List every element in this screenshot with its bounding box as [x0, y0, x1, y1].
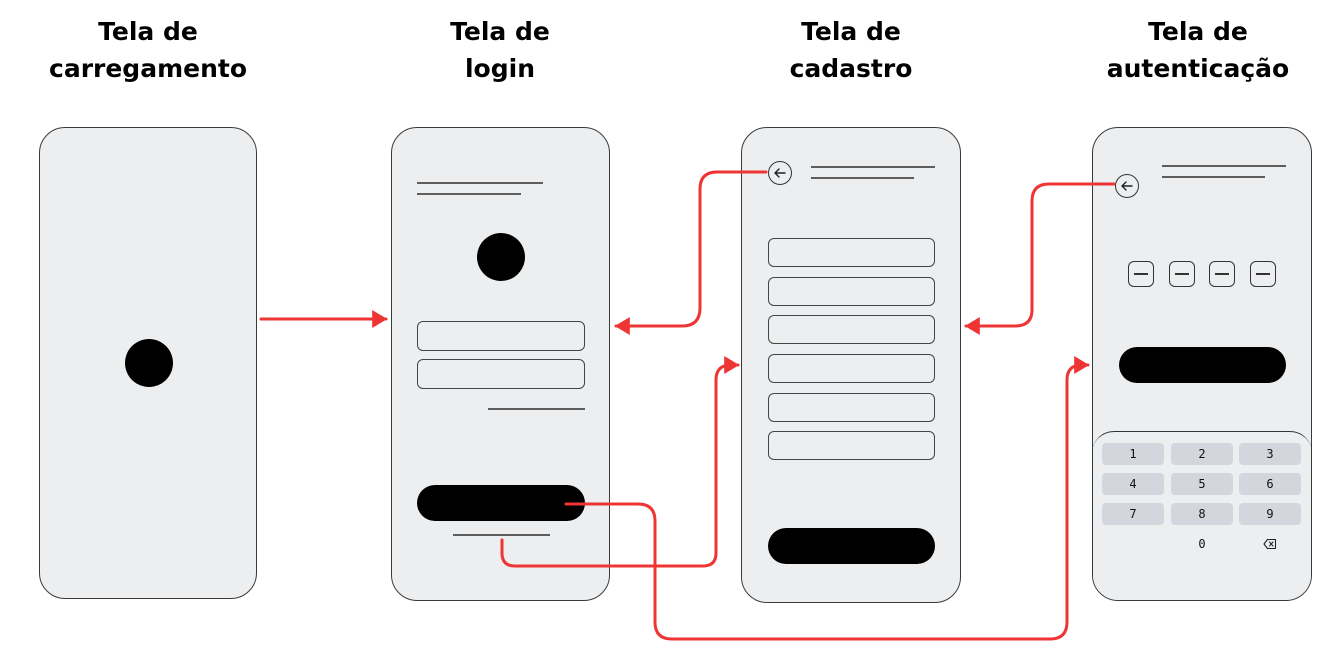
title-auth-line2: autenticação: [1106, 54, 1290, 83]
key-1[interactable]: 1: [1102, 443, 1164, 465]
loading-indicator: [125, 339, 173, 387]
signup-field-3[interactable]: [768, 315, 935, 344]
login-password-field[interactable]: [417, 359, 585, 389]
title-signup-line1: Tela de: [801, 17, 901, 46]
numeric-keypad: 1 2 3 4 5 6 7 8 9 0: [1093, 431, 1311, 600]
title-login-line1: Tela de: [450, 17, 550, 46]
arrow-left-icon: [774, 168, 786, 178]
login-subheading-line: [417, 193, 521, 195]
login-button[interactable]: [417, 485, 585, 521]
backspace-icon: [1263, 538, 1277, 550]
signup-field-1[interactable]: [768, 238, 935, 267]
forgot-password-link[interactable]: [488, 408, 585, 410]
title-loading-line2: carregamento: [49, 54, 247, 83]
auth-back-button[interactable]: [1115, 174, 1139, 198]
signup-field-6[interactable]: [768, 431, 935, 460]
signup-field-4[interactable]: [768, 354, 935, 383]
key-2[interactable]: 2: [1171, 443, 1233, 465]
signup-submit-button[interactable]: [768, 528, 935, 564]
auth-confirm-button[interactable]: [1119, 347, 1286, 383]
signup-back-button[interactable]: [768, 161, 792, 185]
auth-subheading-line: [1162, 176, 1265, 178]
arrow-login-to-auth: [564, 356, 1090, 641]
loading-screen: [39, 127, 257, 599]
signup-link[interactable]: [453, 534, 550, 536]
arrow-left-icon: [1121, 181, 1133, 191]
title-signup-line2: cadastro: [789, 54, 913, 83]
key-6[interactable]: 6: [1239, 473, 1301, 495]
signup-field-5[interactable]: [768, 393, 935, 422]
signup-field-2[interactable]: [768, 277, 935, 306]
login-screen: [391, 127, 610, 601]
key-7[interactable]: 7: [1102, 503, 1164, 525]
arrow-auth-back-to-signup: [964, 182, 1116, 335]
key-backspace[interactable]: [1239, 533, 1301, 555]
login-username-field[interactable]: [417, 321, 585, 351]
code-digit-2[interactable]: [1169, 261, 1195, 287]
title-loading: Tela de carregamento: [18, 13, 278, 87]
key-9[interactable]: 9: [1239, 503, 1301, 525]
title-login: Tela de login: [370, 13, 630, 87]
login-heading-line: [417, 182, 543, 184]
code-digit-4[interactable]: [1250, 261, 1276, 287]
key-8[interactable]: 8: [1171, 503, 1233, 525]
title-loading-line1: Tela de: [98, 17, 198, 46]
title-signup: Tela de cadastro: [721, 13, 981, 87]
arrow-signup-back-to-login: [614, 170, 768, 335]
signup-subheading-line: [811, 177, 914, 179]
title-login-line2: login: [464, 54, 535, 83]
login-logo: [477, 233, 525, 281]
signup-heading-line: [811, 166, 935, 168]
key-3[interactable]: 3: [1239, 443, 1301, 465]
key-0[interactable]: 0: [1198, 537, 1206, 551]
code-digit-1[interactable]: [1128, 261, 1154, 287]
arrow-login-to-signup: [500, 356, 740, 568]
auth-screen: 1 2 3 4 5 6 7 8 9 0: [1092, 127, 1312, 601]
key-4[interactable]: 4: [1102, 473, 1164, 495]
auth-heading-line: [1162, 165, 1286, 167]
signup-screen: [741, 127, 961, 603]
title-auth: Tela de autenticação: [1068, 13, 1319, 87]
title-auth-line1: Tela de: [1148, 17, 1248, 46]
key-5[interactable]: 5: [1171, 473, 1233, 495]
code-digit-3[interactable]: [1209, 261, 1235, 287]
